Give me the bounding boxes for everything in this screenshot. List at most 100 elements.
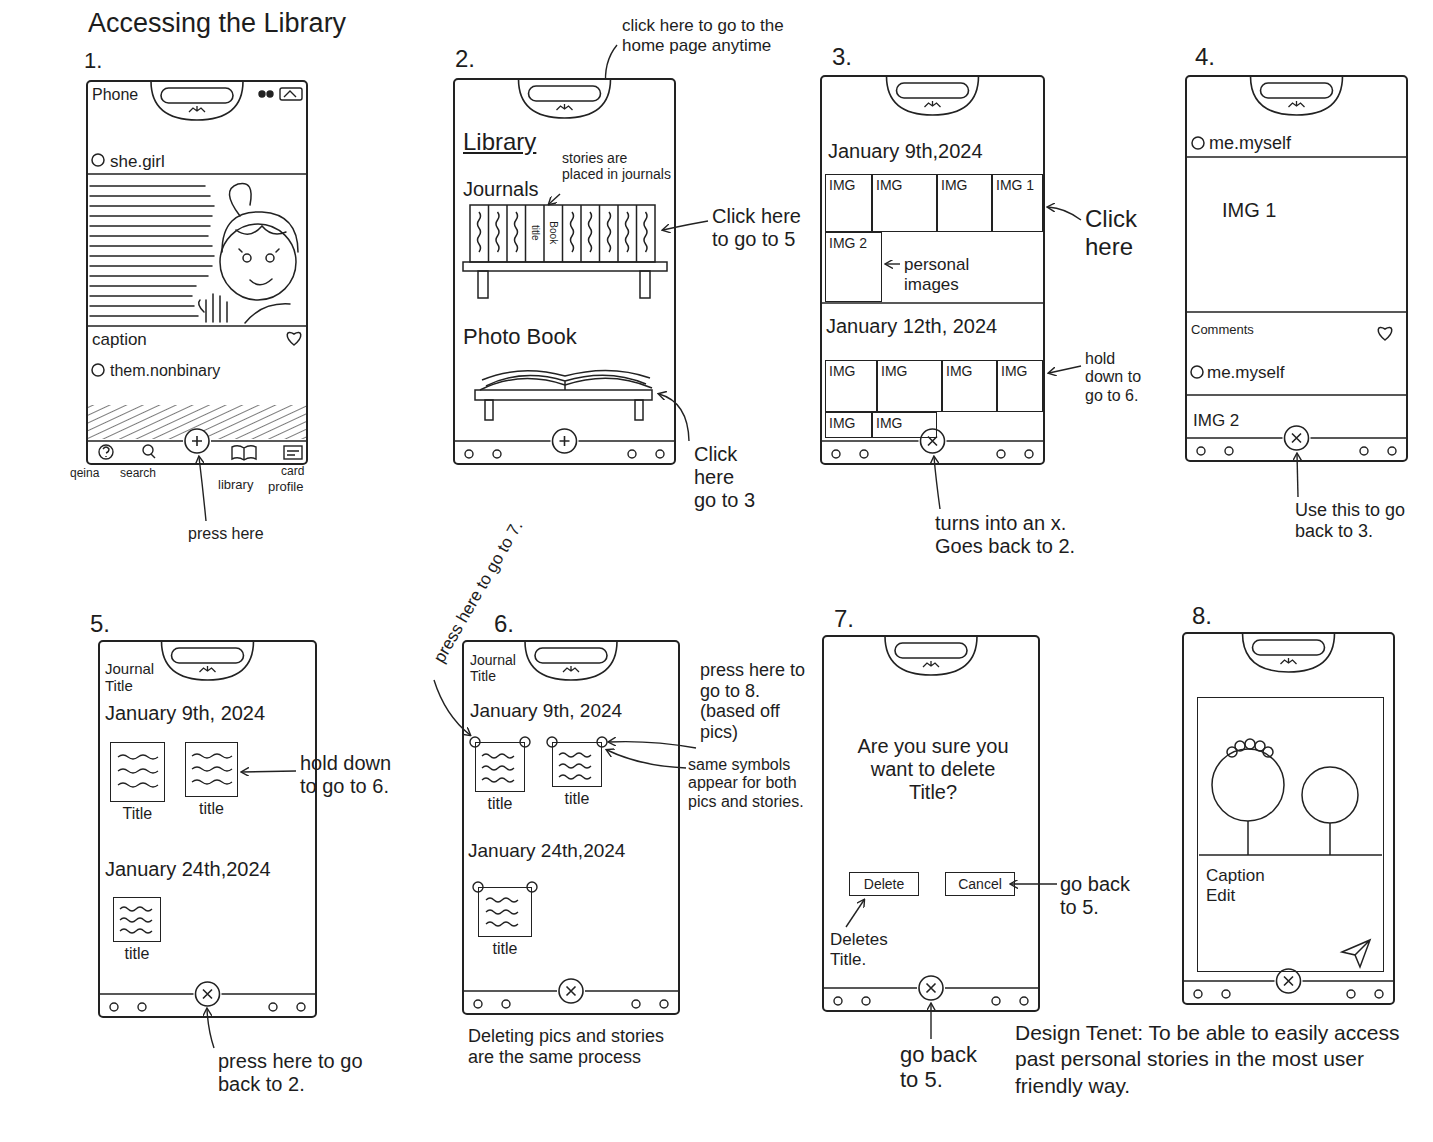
notch-mark: [1289, 101, 1305, 107]
nav-dot: [862, 997, 870, 1005]
tree-drawing: [1212, 739, 1358, 855]
tree-drawing: [1263, 747, 1273, 757]
screen-text: Journal Title: [105, 660, 167, 695]
annotation: press here to go to 8. (based off pics): [700, 660, 818, 743]
close-symbol: [203, 990, 212, 999]
leader-arrow: [1011, 883, 1057, 884]
screen-number: 5.: [90, 610, 110, 638]
cell-label: IMG: [1001, 363, 1039, 379]
screen-number: 4.: [1195, 43, 1215, 71]
phone-notch: [887, 76, 979, 115]
annotation: title: [529, 225, 541, 241]
notch-pill: [529, 86, 601, 101]
cell-label: IMG 2: [829, 235, 878, 251]
notch-pill: [172, 648, 244, 663]
button-label: Cancel: [946, 876, 1014, 892]
leader-arrow: [1049, 366, 1081, 373]
annotation: Click here to go to 5: [712, 205, 817, 251]
screen-text: January 9th,2024: [828, 140, 983, 163]
screen-text: IMG 1: [1222, 199, 1276, 222]
avatar-circle: [1191, 366, 1203, 378]
notch-pill: [161, 88, 233, 103]
bookshelf: [470, 205, 655, 262]
tree-drawing: [1302, 767, 1358, 823]
screen-text: personal images: [904, 255, 1019, 294]
annotation: Use this to go back to 3.: [1295, 500, 1420, 541]
tree-drawing: [1245, 739, 1255, 749]
avatar-circle: [92, 364, 104, 376]
annotation: card: [281, 465, 304, 479]
phone-screen: 1.Phoneshe.girlcaptionthem.nonbinary: [86, 80, 308, 465]
phone-screen: 3.January 9th,2024personal imagesJanuary…: [820, 75, 1045, 465]
annotation: press here: [188, 525, 264, 543]
post-illustration: [222, 212, 298, 252]
notch-pill: [895, 643, 967, 658]
divider-line: [1199, 854, 1382, 856]
image-cell: IMG: [942, 360, 997, 412]
nav-dot: [502, 1000, 510, 1008]
cell-label: IMG: [829, 177, 868, 193]
nav-dot: [628, 450, 636, 458]
screen-number: 8.: [1192, 602, 1212, 630]
story-thumbnail: Title: [110, 742, 165, 802]
story-scribble: [120, 907, 152, 933]
post-illustration: [88, 174, 306, 326]
nav-center-button: [196, 982, 220, 1006]
story-thumbnail: title: [552, 742, 602, 787]
photo-frame: Caption Edit: [1197, 697, 1384, 972]
nav-dot: [1020, 997, 1028, 1005]
heart-icon: [1378, 327, 1392, 340]
phone-screen: 5.Journal TitleJanuary 9th, 2024January …: [98, 640, 317, 1018]
screen-text: Comments: [1191, 323, 1254, 338]
nav-dot: [138, 1003, 146, 1011]
annotation: press here to go to 7.: [429, 517, 526, 666]
bookshelf: [478, 212, 648, 252]
screen-text: January 9th, 2024: [105, 702, 265, 725]
cell-label: IMG: [946, 363, 993, 379]
screen-number: 1.: [84, 48, 102, 73]
image-cell: IMG: [877, 360, 942, 412]
cell-label: IMG 1: [996, 177, 1039, 193]
phone-screen: 4.me.myselfIMG 1Commentsme.myselfIMG 2: [1185, 75, 1408, 462]
annotation: profile: [268, 480, 303, 495]
story-scribble: [486, 898, 518, 926]
close-symbol: [1292, 434, 1301, 443]
screen-text: January 24th,2024: [468, 840, 625, 862]
photo-book: [635, 400, 643, 420]
nav-icons: [287, 451, 299, 455]
nav-center-button: [919, 976, 943, 1000]
leader-arrow: [1048, 207, 1081, 220]
page-title: Accessing the Library: [88, 8, 346, 39]
story-scribble: [559, 753, 591, 779]
story-scribble: [118, 755, 158, 787]
status-icons: [267, 91, 273, 97]
tree-drawing: [1212, 749, 1284, 821]
bookshelf: [463, 205, 667, 298]
annotation: press here to go back to 2.: [218, 1050, 368, 1096]
heart-icon: [287, 332, 301, 345]
image-cell: IMG 2: [825, 232, 882, 302]
plus-symbol: [560, 436, 570, 446]
phone-screen: 8.Caption Edit: [1182, 632, 1395, 1005]
leader-arrow: [199, 457, 206, 521]
story-title: title: [493, 940, 518, 958]
annotation: go back to 5.: [1060, 873, 1140, 919]
nav-dot: [1197, 447, 1205, 455]
notch-mark: [200, 666, 216, 672]
annotation: library: [218, 478, 253, 493]
nav-dot: [474, 1000, 482, 1008]
post-illustration: [239, 249, 279, 252]
screen-text: Phone: [92, 86, 138, 104]
bookshelf: [640, 271, 650, 298]
story-thumbnail: title: [475, 742, 525, 792]
cell-label: IMG: [941, 177, 988, 193]
nav-dot: [1375, 990, 1383, 998]
tree-drawing: [1329, 823, 1331, 855]
nav-dot: [992, 997, 1000, 1005]
avatar-circle: [92, 154, 104, 166]
nav-dot: [1025, 450, 1033, 458]
notch-mark: [563, 666, 579, 672]
annotation: hold down to go to 6.: [1085, 350, 1145, 405]
nav-dot: [1194, 990, 1202, 998]
post-illustration: [245, 304, 290, 323]
